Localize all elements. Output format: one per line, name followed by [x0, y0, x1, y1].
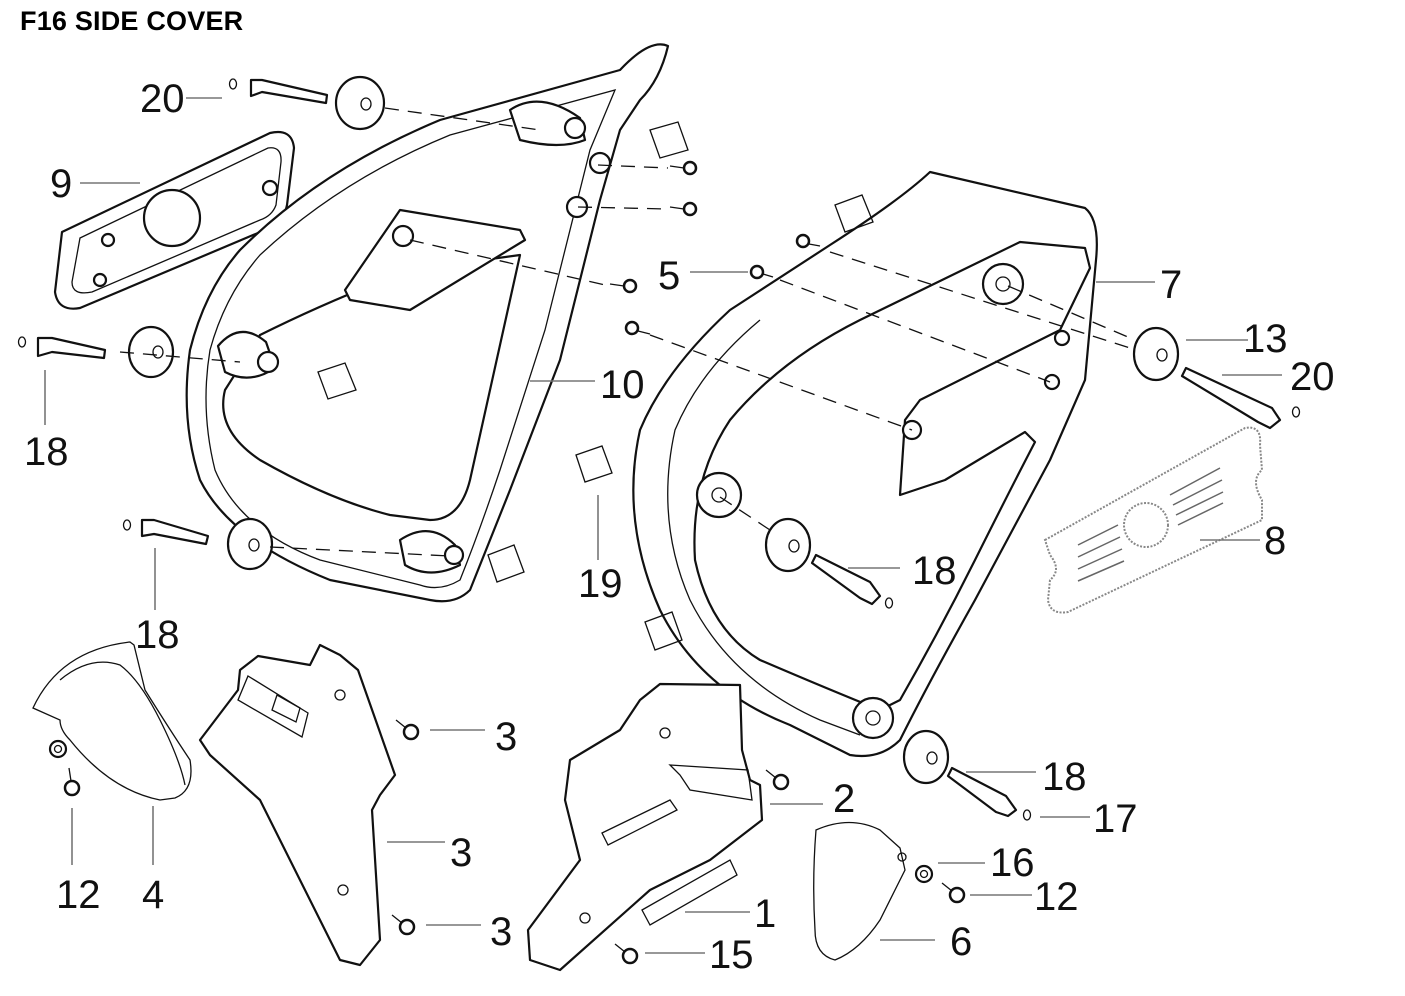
- callout-2: 3: [450, 831, 472, 875]
- callout-3: 3: [495, 715, 517, 759]
- callout-5: 5: [658, 254, 680, 298]
- callout-3: 15: [709, 933, 754, 977]
- callout-18: 18: [135, 613, 180, 657]
- part-1-right-lower-cover: [526, 682, 764, 972]
- callout-19: 19: [578, 562, 623, 606]
- callout-18: 18: [1042, 755, 1087, 799]
- callout-13: 13: [1243, 317, 1288, 361]
- callout-12: 12: [56, 873, 101, 917]
- bolts: [17, 78, 1301, 821]
- callout-20: 20: [1290, 355, 1335, 399]
- alignment-lines: [119, 107, 1136, 557]
- leader-lines: [44, 97, 1282, 954]
- part-8-emblem-plate: [1043, 426, 1264, 614]
- callout-9: 9: [50, 162, 72, 206]
- grommet-top-left: [334, 75, 386, 131]
- callout-10: 10: [600, 363, 645, 407]
- part-6-small-cover: [813, 821, 907, 961]
- part-4-small-cover: [32, 641, 192, 801]
- grommet-low-left: [226, 517, 274, 571]
- diagram-title: F16 SIDE COVER: [20, 6, 244, 36]
- grommet-13: [1132, 326, 1180, 382]
- callout-16: 16: [990, 841, 1035, 885]
- screws: [48, 160, 966, 965]
- grommets: [127, 75, 1180, 785]
- part-2-left-lower-cover: [198, 643, 397, 967]
- callout-20: 20: [140, 77, 185, 121]
- callout-8: 8: [1264, 519, 1286, 563]
- grommet-mid-right: [764, 517, 812, 573]
- callout-4: 4: [142, 873, 164, 917]
- part-7-right-side-cover: [632, 170, 1098, 758]
- callout-15: 1: [754, 892, 776, 936]
- callout-1: 2: [833, 777, 855, 821]
- callout-12: 12: [1034, 875, 1079, 919]
- callout-18: 18: [912, 549, 957, 593]
- grommet-mid-left: [127, 325, 175, 379]
- callout-labels: 20 9 18 10 18 19 5 7 13 20 8 18 18 17 16…: [24, 77, 1335, 977]
- callout-7: 7: [1160, 263, 1182, 307]
- part-10-left-side-cover: [185, 43, 670, 603]
- callout-17: 17: [1093, 797, 1138, 841]
- callout-3: 3: [490, 910, 512, 954]
- grommet-low-right: [902, 729, 950, 785]
- callout-6: 6: [950, 920, 972, 964]
- callout-18: 18: [24, 430, 69, 474]
- clip-nuts: [317, 121, 874, 651]
